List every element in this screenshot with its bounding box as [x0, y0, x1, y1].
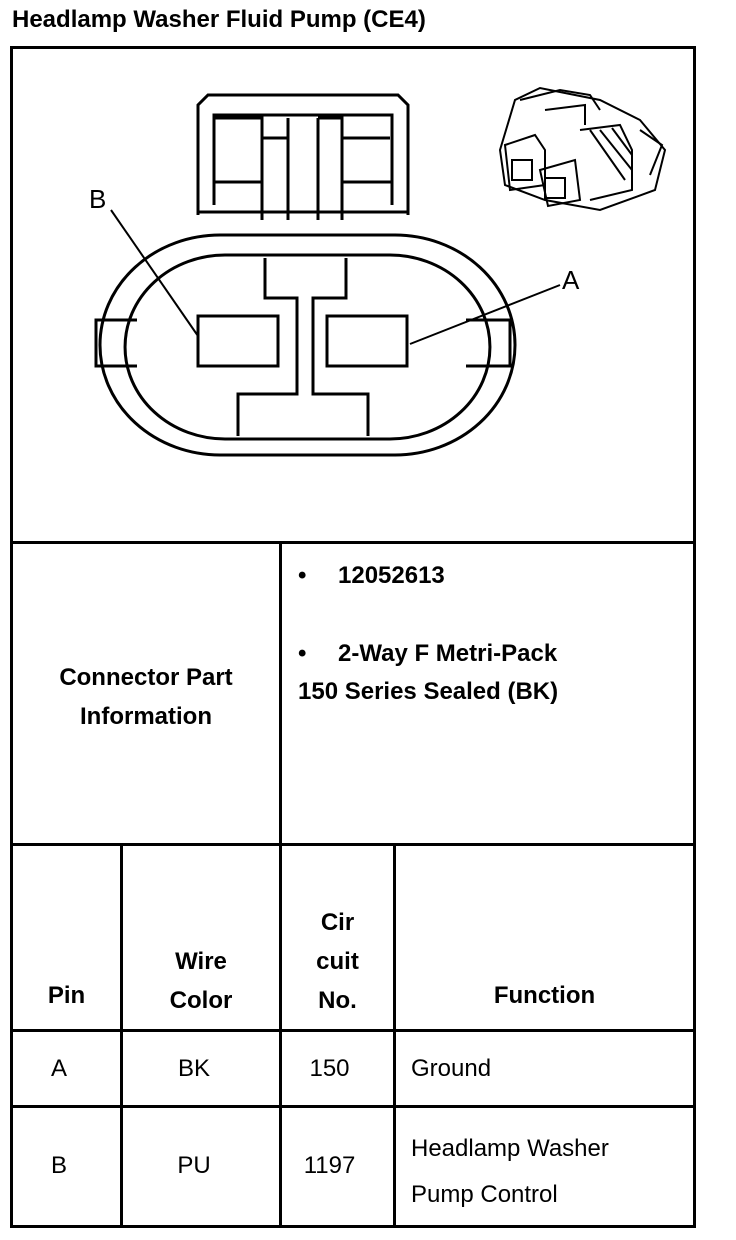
row-a-function: Ground — [411, 1055, 492, 1082]
row-b-pin: B — [50, 1152, 67, 1179]
pin-label-a: A — [562, 265, 580, 295]
header-wire-color: Wire Color — [123, 942, 279, 1020]
row-b-circuit: 1197 — [303, 1152, 356, 1179]
row-a-pin: A — [50, 1055, 67, 1082]
header-circuit-number: Cir cuit No. — [282, 903, 393, 1020]
divider-col-wire — [279, 843, 282, 1228]
bullet-glyph: • — [298, 640, 307, 667]
header-function: Function — [493, 982, 596, 1009]
row-b-function: Headlamp Washer Pump Control — [411, 1126, 609, 1218]
row-b-wire-color: PU — [177, 1152, 211, 1179]
connector-info-label: Connector Part Information — [13, 658, 279, 736]
row-b-function-line2: Pump Control — [411, 1181, 558, 1208]
header-circuit-line1: Cir — [320, 909, 355, 936]
page-title: Headlamp Washer Fluid Pump (CE4) — [12, 6, 426, 33]
bullet-glyph: • — [298, 562, 307, 589]
row-b-function-line1: Headlamp Washer — [411, 1135, 609, 1162]
divider-info-column — [279, 541, 282, 843]
divider-col-pin — [120, 843, 123, 1228]
divider-col-circuit — [393, 843, 396, 1228]
header-circuit-line3: No. — [318, 987, 357, 1014]
connector-info-label-line1: Connector Part — [59, 664, 233, 691]
part-number: 12052613 — [338, 562, 445, 589]
connector-illustration — [498, 86, 667, 212]
connector-table-frame — [10, 46, 696, 1228]
row-a-wire-color: BK — [177, 1055, 210, 1082]
row-a-circuit: 150 — [309, 1055, 350, 1082]
header-wire-color-line1: Wire — [175, 948, 227, 975]
connector-type-line1: 2-Way F Metri-Pack — [338, 640, 558, 667]
connector-type-item: • 2-Way F Metri-Pack — [298, 640, 557, 668]
header-pin: Pin — [47, 982, 86, 1009]
divider-diagram-bottom — [10, 541, 696, 544]
pin-label-b: B — [89, 184, 106, 214]
connector-type-line2: 150 Series Sealed (BK) — [298, 678, 559, 705]
divider-row-a-bottom — [10, 1105, 696, 1108]
part-number-item: • 12052613 — [298, 562, 445, 590]
header-wire-color-line2: Color — [169, 987, 233, 1014]
connector-info-label-line2: Information — [80, 703, 212, 730]
connector-face-diagram: B A — [89, 86, 667, 457]
divider-header-bottom — [10, 1029, 696, 1032]
divider-info-bottom — [10, 843, 696, 846]
header-circuit-line2: cuit — [316, 948, 359, 975]
